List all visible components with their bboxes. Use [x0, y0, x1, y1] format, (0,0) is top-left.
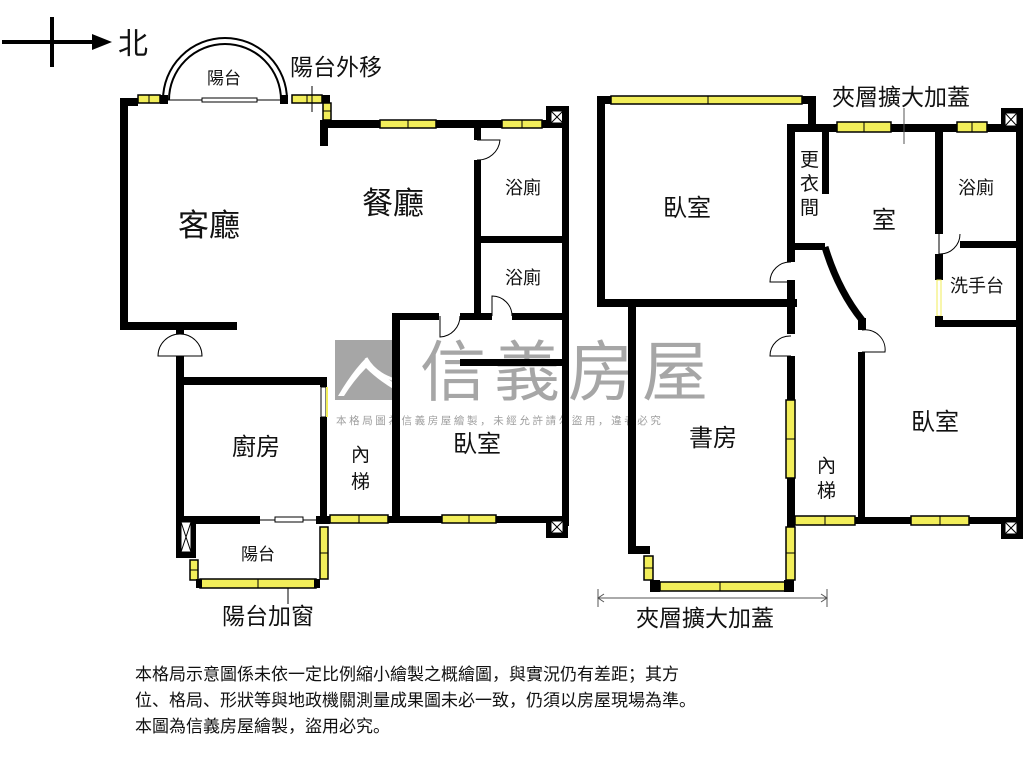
room-label-dining-room: 餐廳 — [362, 186, 424, 221]
disclaimer: 本格局示意圖係未依一定比例縮小繪製之概繪圖，與實況仍有差距；其方 位、格局、形狀… — [135, 662, 895, 740]
room-label-stairs-2: 梯 — [351, 471, 370, 493]
room-label-balcony-bottom: 陽台 — [241, 545, 275, 564]
dimension-line — [597, 589, 828, 607]
room-label-study: 書房 — [689, 425, 737, 452]
compass-label: 北 — [118, 28, 148, 61]
watermark-notice: 本格局圖為信義房屋繪製，未經允許請勿盜用，違者必究 — [336, 414, 664, 427]
room-label-stairs-1: 內 — [351, 444, 370, 466]
annotation-balcony-window-added: 陽台加窗 — [222, 604, 314, 629]
room-label-living-room: 客廳 — [178, 208, 240, 243]
disclaimer-line: 本格局示意圖係未依一定比例縮小繪製之概繪圖，與實況仍有差距；其方 — [135, 665, 679, 684]
balcony-arc — [160, 37, 288, 104]
room-label-room: 室 — [872, 207, 896, 234]
upper-floor-plan — [597, 95, 1023, 607]
room-label-bedroom-top: 臥室 — [663, 195, 711, 222]
room-label-closet-3: 間 — [800, 198, 819, 219]
lower-floor-plan — [120, 37, 569, 604]
room-label-closet-1: 更 — [800, 150, 819, 171]
watermark-logo-icon — [335, 340, 396, 400]
north-arrow-icon — [2, 17, 112, 67]
room-label-stairs-upper-2: 梯 — [817, 480, 836, 502]
room-label-bathroom-1: 浴廁 — [505, 177, 541, 198]
annotation-balcony-moved-out: 陽台外移 — [290, 55, 382, 80]
disclaimer-line: 位、格局、形狀等與地政機關測量成果圖未必一致，仍須以房屋現場為準。 — [135, 691, 696, 710]
room-label-kitchen: 廚房 — [232, 434, 280, 461]
room-label-stairs-upper-1: 內 — [817, 455, 836, 477]
wall — [120, 98, 128, 330]
room-label-bathroom-2: 浴廁 — [505, 267, 541, 288]
annotation-mezzanine-top: 夾層擴大加蓋 — [832, 85, 970, 110]
annotation-mezzanine-bottom: 夾層擴大加蓋 — [636, 606, 774, 631]
disclaimer-line: 本圖為信義房屋繪製，盜用必究。 — [135, 717, 390, 736]
room-label-balcony-top: 陽台 — [207, 69, 241, 88]
room-label-bedroom-right: 臥室 — [911, 409, 959, 436]
room-label-washbasin: 洗手台 — [950, 276, 1004, 296]
room-label-closet-2: 衣 — [800, 173, 819, 195]
room-label-bedroom: 臥室 — [453, 431, 501, 458]
room-label-bathroom: 浴廁 — [958, 177, 994, 198]
